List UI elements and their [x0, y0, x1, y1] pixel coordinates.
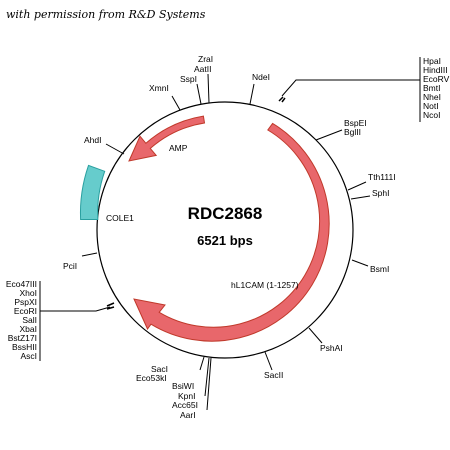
- mcs-left-leader: [40, 306, 111, 312]
- site-label-aatii: AatII: [194, 64, 211, 74]
- site-label-bsshii: BssHII: [12, 342, 37, 352]
- site-label-hindiii: HindIII: [423, 65, 448, 75]
- site-label-zral: ZraI: [198, 54, 213, 64]
- tick-xmni: [171, 95, 181, 111]
- site-label-bmti: BmtI: [423, 83, 440, 93]
- site-label-pshai: PshAI: [320, 343, 343, 353]
- feature-label-amp: AMP: [169, 143, 188, 153]
- site-label-aari: AarI: [180, 410, 196, 420]
- site-label-sacii: SacII: [264, 370, 283, 380]
- site-label-bspei: BspEI: [344, 118, 367, 128]
- feature-hl1cam-arrow: [133, 122, 330, 342]
- tick-saci: [199, 356, 205, 371]
- feature-label-cole1: COLE1: [106, 213, 134, 223]
- site-label-tth111i: Tth111I: [368, 172, 396, 182]
- mcs-left-list: Eco47III XhoI PspXI EcoRI SalI XbaI BstZ…: [6, 279, 37, 361]
- site-label-ecori: EcoRI: [14, 306, 37, 316]
- site-label-noti: NotI: [423, 101, 439, 111]
- site-label-acc65i: Acc65I: [172, 400, 198, 410]
- tick-bsmi: [351, 259, 369, 267]
- tick-ndei: [249, 83, 255, 105]
- site-label-hpai: HpaI: [423, 56, 441, 66]
- mcs-marker-right: [278, 96, 286, 103]
- tick-sspi: [196, 83, 202, 105]
- site-label-xhoi: XhoI: [20, 288, 38, 298]
- site-label-pcii: PciI: [63, 261, 77, 271]
- tick-sacii: [264, 351, 273, 371]
- mcs-marker-left: [106, 302, 115, 310]
- site-label-ecorv: EcoRV: [423, 74, 450, 84]
- tick-zral-aatii: [207, 73, 210, 104]
- site-label-eco53ki: Eco53kI: [136, 373, 167, 383]
- site-label-xbai: XbaI: [20, 324, 38, 334]
- feature-label-hl1cam: hL1CAM (1-1257): [231, 280, 299, 290]
- plasmid-size: 6521 bps: [197, 233, 253, 248]
- site-label-bglii: BglII: [344, 127, 361, 137]
- plasmid-name: RDC2868: [188, 204, 263, 223]
- site-label-asci: AscI: [20, 351, 37, 361]
- credit-text: with permission from R&D Systems: [6, 8, 206, 21]
- tick-pshai: [308, 327, 323, 344]
- feature-cole1: [79, 164, 106, 220]
- tick-sphi: [350, 195, 371, 200]
- site-ticks: [81, 73, 371, 411]
- site-label-sspi: SspI: [180, 74, 197, 84]
- tick-pcii: [81, 252, 98, 257]
- site-label-ncoi: NcoI: [423, 110, 440, 120]
- site-label-sphi: SphI: [372, 188, 390, 198]
- mcs-right-leader: [281, 79, 420, 97]
- site-label-ndei: NdeI: [252, 72, 270, 82]
- plasmid-backbone: [96, 101, 354, 359]
- site-label-eco47iii: Eco47III: [6, 279, 37, 289]
- tick-bsiwi-cluster: [206, 357, 212, 411]
- site-label-ahdi: AhdI: [84, 135, 102, 145]
- site-label-bsiwi: BsiWI: [172, 381, 194, 391]
- feature-amp-arrow: [128, 115, 206, 162]
- site-label-sali: SalI: [22, 315, 37, 325]
- site-label-xmni: XmnI: [149, 83, 169, 93]
- tick-bspei-bglii: [315, 129, 343, 141]
- site-label-kpni: KpnI: [178, 391, 196, 401]
- tick-tth111i: [347, 181, 367, 191]
- site-label-bstz17i: BstZ17I: [8, 333, 37, 343]
- site-label-saci: SacI: [151, 364, 168, 374]
- site-label-nhei: NheI: [423, 92, 441, 102]
- tick-kpni: [204, 357, 210, 397]
- tick-ahdi: [105, 143, 125, 155]
- mcs-right-list: HpaI HindIII EcoRV BmtI NheI NotI NcoI: [423, 56, 450, 120]
- site-label-pspxi: PspXI: [14, 297, 37, 307]
- site-label-bsmi: BsmI: [370, 264, 389, 274]
